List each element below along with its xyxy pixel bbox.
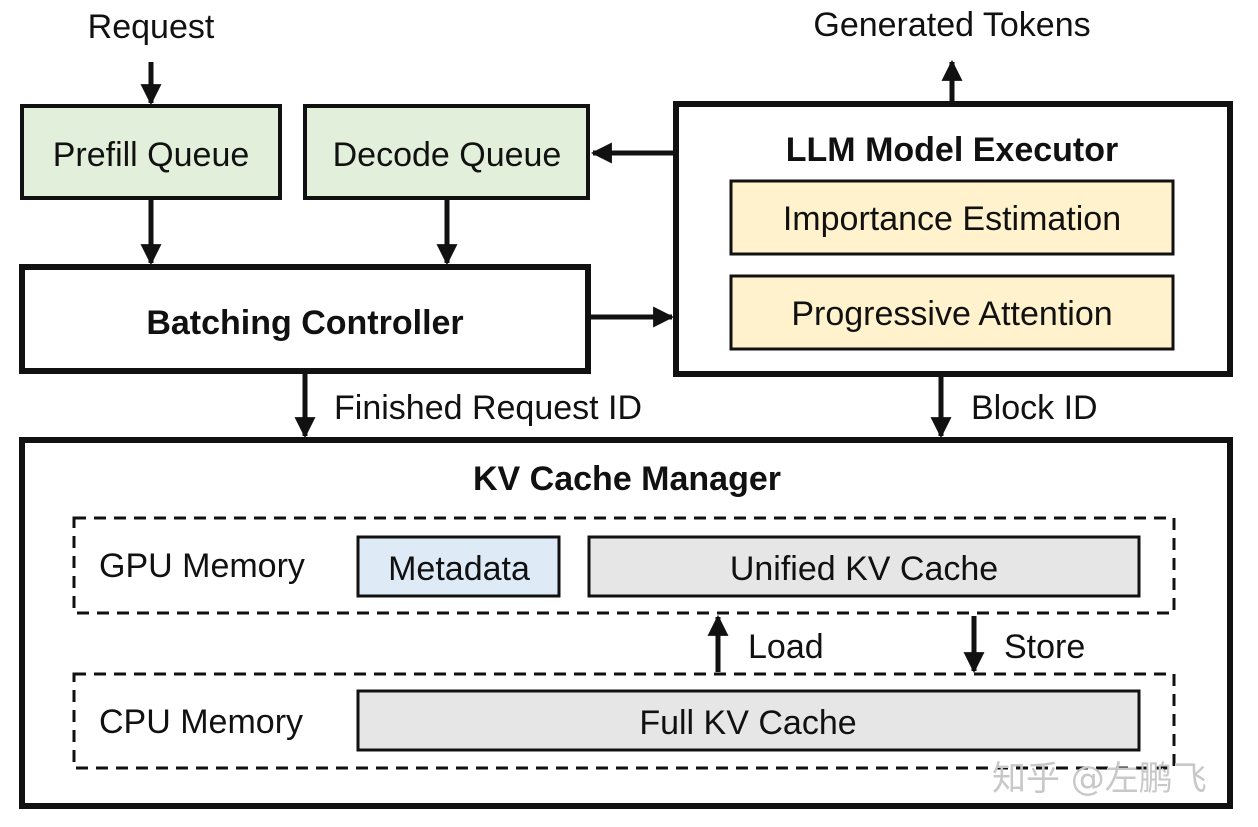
- decode-queue-label: Decode Queue: [333, 136, 562, 174]
- store-label: Store: [1004, 628, 1085, 666]
- full-kv-cache-label: Full KV Cache: [639, 704, 856, 742]
- metadata-box: [356, 535, 561, 598]
- batching-controller-box: [19, 264, 591, 374]
- cpu-memory-label: CPU Memory: [99, 703, 303, 741]
- kv-cache-manager-title: KV Cache Manager: [473, 460, 781, 498]
- unified-kv-cache-label: Unified KV Cache: [730, 550, 998, 588]
- progressive-attention-box: [729, 274, 1175, 351]
- full-kv-cache-box: [356, 689, 1141, 752]
- progressive-attention-label: Progressive Attention: [791, 295, 1112, 333]
- unified-kv-cache-box: [587, 535, 1141, 598]
- request-label: Request: [88, 8, 215, 46]
- cpu-memory-region: [72, 672, 1176, 770]
- metadata-label: Metadata: [388, 550, 530, 588]
- llm-executor-title: LLM Model Executor: [786, 131, 1118, 169]
- batching-controller-label: Batching Controller: [146, 304, 463, 342]
- gpu-memory-region: [72, 516, 1176, 615]
- decode-queue-box: [303, 104, 590, 200]
- load-label: Load: [748, 628, 824, 666]
- generated-tokens-label: Generated Tokens: [813, 6, 1090, 44]
- prefill-queue-label: Prefill Queue: [53, 136, 250, 174]
- watermark: 知乎 @左鹏飞: [992, 759, 1207, 799]
- importance-estimation-label: Importance Estimation: [783, 200, 1121, 238]
- prefill-queue-box: [20, 104, 282, 200]
- gpu-memory-label: GPU Memory: [99, 547, 305, 585]
- block-id-label: Block ID: [971, 389, 1098, 427]
- importance-estimation-box: [729, 179, 1175, 256]
- finished-request-id-label: Finished Request ID: [334, 389, 642, 427]
